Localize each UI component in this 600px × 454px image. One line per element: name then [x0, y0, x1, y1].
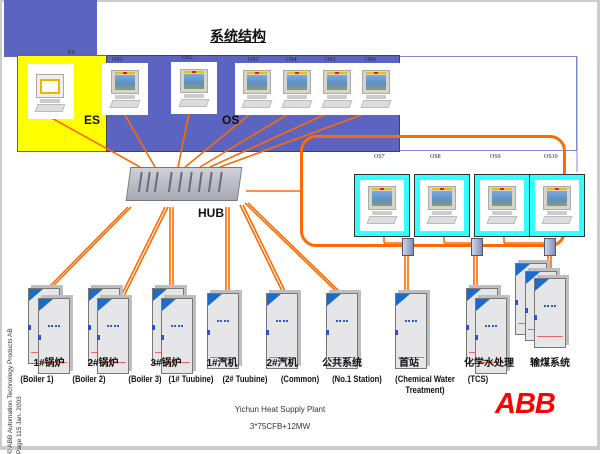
unit-label-cn: 3#锅炉 — [150, 358, 182, 369]
os8-label: OS8 — [430, 154, 441, 160]
unit-label-en: (Boiler 3) — [128, 374, 162, 384]
os6-label: OS6 — [365, 57, 376, 63]
os10-label: OS10 — [544, 154, 558, 160]
unit-label-cn: 首站 — [399, 358, 419, 369]
os4-workstation[interactable] — [281, 68, 313, 110]
unit-label-en: (1# Tuubine) — [168, 374, 214, 384]
os7-label: OS7 — [374, 154, 385, 160]
os9-label: OS9 — [490, 154, 501, 160]
os1-label: OS1 — [112, 57, 123, 63]
unit-label-cn: 2#锅炉 — [87, 358, 119, 369]
unit-label-cn: 1#汽机 — [206, 358, 238, 369]
os-group-label: OS — [222, 113, 240, 127]
unit-label-en: (2# Tuubine) — [222, 374, 268, 384]
cabinet-icon — [266, 293, 298, 369]
media-converter-icon — [544, 238, 556, 256]
media-converter-icon — [402, 238, 414, 256]
cabinet-icon — [207, 293, 239, 369]
os4-label: OS4 — [286, 57, 297, 63]
unit-label-en: (TCS) — [467, 374, 489, 384]
cabinet-icon — [534, 278, 566, 348]
os2-workstation[interactable] — [178, 67, 210, 109]
os3-label: OS3 — [248, 57, 259, 63]
copyright-text: © ABB Automation Technology Products AB — [7, 328, 14, 454]
computer-icon — [34, 72, 66, 114]
cabinet-icon — [161, 298, 193, 374]
cabinet-icon — [395, 293, 427, 369]
page-title: 系统结构 — [210, 28, 266, 44]
hub-icon — [125, 167, 243, 201]
cabinet-icon — [475, 298, 507, 374]
es-group-label: ES — [84, 113, 101, 127]
os1-workstation[interactable] — [109, 68, 141, 110]
plant-name: Yichun Heat Supply Plant — [234, 405, 326, 414]
unit-label-en: (Boiler 1) — [20, 374, 54, 384]
unit-label-cn: 2#汽机 — [266, 358, 298, 369]
os2-label: OS2 — [182, 55, 193, 61]
es-station-label: ES — [68, 50, 76, 56]
os9-workstation[interactable] — [486, 184, 518, 226]
cabinet-icon — [97, 298, 129, 374]
unit-label-en: (Boiler 2) — [72, 374, 106, 384]
os10-workstation[interactable] — [541, 184, 573, 226]
cabinet-icon — [38, 298, 70, 374]
hub-label: HUB — [198, 206, 224, 220]
unit-label-en: (No.1 Station) — [332, 374, 382, 384]
plant-config: 3*75CFB+12MW — [249, 422, 311, 431]
unit-label-en: (Chemical Water Treatment) — [395, 374, 455, 395]
os7-workstation[interactable] — [366, 184, 398, 226]
es-workstation[interactable] — [28, 64, 74, 119]
cabinet-icon — [326, 293, 358, 369]
unit-label-en: (Common) — [280, 374, 320, 384]
abb-logo: ABB — [495, 388, 556, 420]
os5-workstation[interactable] — [321, 68, 353, 110]
unit-label-cn: 1#锅炉 — [33, 358, 65, 369]
unit-label-cn: 输煤系统 — [530, 358, 570, 369]
unit-label-cn: 公共系统 — [322, 358, 362, 369]
media-converter-icon — [471, 238, 483, 256]
copyright-footer: © ABB Automation Technology Products AB … — [6, 274, 24, 454]
os8-workstation[interactable] — [426, 184, 458, 226]
os3-workstation[interactable] — [241, 68, 273, 110]
os5-label: OS5 — [325, 57, 336, 63]
unit-label-cn: 化学水处理 — [464, 358, 514, 369]
os6-workstation[interactable] — [360, 68, 392, 110]
corner-decoration — [4, 0, 97, 57]
page-info: Page 115 Jan. 2003 — [16, 396, 23, 454]
